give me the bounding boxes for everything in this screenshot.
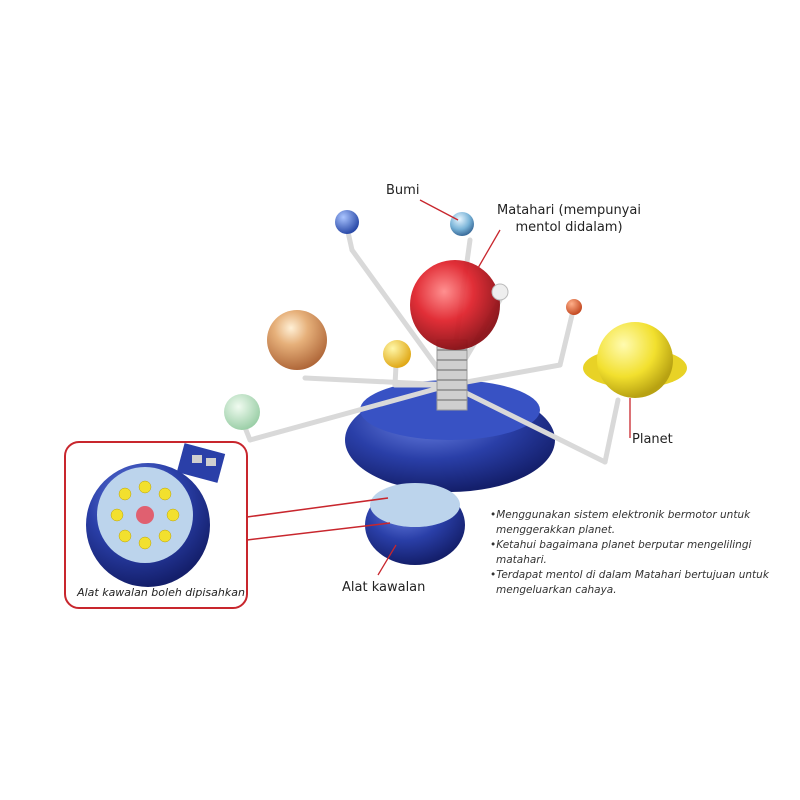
inset-caption: Alat kawalan boleh dipisahkan [77,586,245,599]
feature-list: Menggunakan sistem elektronik bermotor u… [488,508,788,598]
label-matahari: Matahari (mempunyai mentol didalam) [494,202,644,236]
label-bumi: Bumi [386,183,420,198]
planet-mint [224,394,260,430]
planet-small-blue [335,210,359,234]
leader-bumi [419,199,459,221]
inset-frame [64,441,248,609]
inset-leader-bottom [246,522,391,541]
feature-item: Terdapat mentol di dalam Matahari bertuj… [488,568,788,598]
label-matahari-line1: Matahari (mempunyai [497,203,641,218]
feature-item: Menggunakan sistem elektronik bermotor u… [488,508,788,538]
label-planet: Planet [632,432,673,447]
leader-alat [377,544,397,576]
leader-matahari [477,229,501,269]
planet-red [566,299,582,315]
sun-sphere [410,260,500,350]
inset-leader-top [246,497,389,518]
planet-earth [450,212,474,236]
feature-item: Ketahui bagaimana planet berputar mengel… [488,538,788,568]
planet-yellow [383,340,411,368]
planet-jupiter [267,310,327,370]
label-matahari-line2: mentol didalam) [515,220,623,235]
remote-control [365,483,465,565]
label-alat-kawalan: Alat kawalan [342,580,426,595]
remote-closeup [86,443,226,587]
planet-white [491,283,509,301]
planet-saturn [583,322,687,398]
